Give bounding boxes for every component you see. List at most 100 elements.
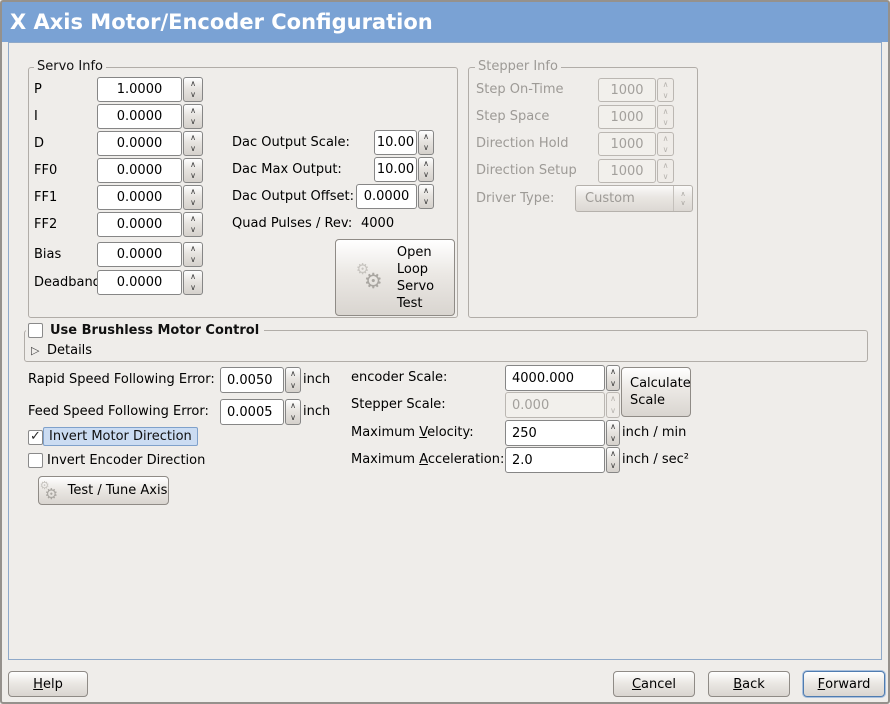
spin-up-button[interactable]	[607, 421, 619, 433]
use-brushless-checkbox[interactable]	[28, 323, 43, 338]
maximum-acceleration-spinner[interactable]	[606, 447, 620, 473]
spin-down-button[interactable]	[607, 460, 619, 472]
dac-output-scale-input[interactable]: 10.00	[374, 130, 417, 155]
servo-p-spinner[interactable]	[183, 77, 203, 102]
rapid-following-error-spinner[interactable]	[285, 367, 301, 393]
spin-up-button[interactable]	[286, 368, 300, 380]
spin-up-button[interactable]	[419, 185, 433, 197]
dac-output-scale-spinner[interactable]	[418, 130, 434, 155]
maximum-velocity-input[interactable]: 250	[505, 420, 605, 446]
dac-max-output-input[interactable]: 10.00	[374, 157, 417, 182]
spin-down-button[interactable]	[419, 143, 433, 155]
servo-d-input[interactable]: 0.0000	[97, 131, 182, 156]
servo-bias-spinner[interactable]	[183, 242, 203, 267]
dac-output-offset-label: Dac Output Offset:	[232, 189, 354, 204]
step-space-input: 1000	[598, 105, 656, 129]
servo-i-spinner[interactable]	[183, 104, 203, 129]
dac-output-offset-spinner[interactable]	[418, 184, 434, 209]
servo-ff2-input[interactable]: 0.0000	[97, 212, 182, 237]
spin-up-button[interactable]	[419, 158, 433, 170]
dac-max-output-spinner[interactable]	[418, 157, 434, 182]
expander-right-icon[interactable]: ▷	[31, 344, 40, 357]
spin-up-button	[658, 79, 673, 90]
spin-up-button[interactable]	[607, 448, 619, 460]
spin-down-button[interactable]	[607, 378, 619, 390]
spin-down-button[interactable]	[286, 380, 300, 392]
button-label-line: Open	[396, 244, 432, 260]
spin-up-button	[607, 393, 619, 405]
spin-up-button[interactable]	[184, 78, 202, 90]
spin-down-button[interactable]	[184, 90, 202, 102]
servo-ff1-input[interactable]: 0.0000	[97, 185, 182, 210]
feed-following-error-label: Feed Speed Following Error:	[28, 404, 209, 419]
spin-down-button[interactable]	[184, 225, 202, 237]
servo-bias-input[interactable]: 0.0000	[97, 242, 182, 267]
servo-d-spinner[interactable]	[183, 131, 203, 156]
servo-ff0-input[interactable]: 0.0000	[97, 158, 182, 183]
direction-hold-spinner	[657, 132, 674, 156]
spin-up-button[interactable]	[184, 105, 202, 117]
servo-deadband-spinner[interactable]	[183, 270, 203, 295]
servo-ff2-spinner[interactable]	[183, 212, 203, 237]
spin-up-button[interactable]	[607, 366, 619, 378]
servo-ff0-spinner[interactable]	[183, 158, 203, 183]
dac-output-offset-input[interactable]: 0.0000	[356, 184, 417, 209]
maximum-acceleration-label: Maximum Acceleration:	[351, 452, 505, 467]
spin-up-button[interactable]	[184, 271, 202, 283]
spin-down-button[interactable]	[184, 283, 202, 295]
stepper-info-frame	[468, 67, 698, 318]
spin-up-button[interactable]	[184, 186, 202, 198]
rapid-following-error-input[interactable]: 0.0050	[220, 367, 284, 393]
spin-down-button[interactable]	[184, 144, 202, 156]
brushless-checkbox-row: Use Brushless Motor Control	[26, 322, 265, 339]
invert-motor-checkbox[interactable]: ✓	[28, 429, 43, 445]
invert-motor-label[interactable]: Invert Motor Direction	[43, 427, 198, 446]
dac-output-scale-label: Dac Output Scale:	[232, 135, 350, 150]
spin-down-button[interactable]	[184, 117, 202, 129]
driver-type-value: Custom	[585, 191, 635, 206]
spin-down-button[interactable]	[419, 197, 433, 209]
spin-up-button[interactable]	[184, 213, 202, 225]
step-on-time-label: Step On-Time	[476, 82, 564, 97]
servo-info-legend: Servo Info	[34, 59, 106, 74]
spin-down-button[interactable]	[184, 255, 202, 267]
spin-up-button[interactable]	[184, 159, 202, 171]
encoder-scale-input[interactable]: 4000.000	[505, 365, 605, 391]
test-tune-axis-button[interactable]: ⚙ ⚙ Test / Tune Axis	[38, 476, 169, 505]
spin-down-button	[658, 144, 673, 155]
maximum-acceleration-unit: inch / sec²	[622, 452, 690, 467]
check-icon: ✓	[30, 429, 41, 444]
gear-small-icon: ⚙	[39, 478, 50, 492]
spin-down-button[interactable]	[419, 170, 433, 182]
spin-up-button[interactable]	[286, 400, 300, 412]
rapid-following-error-unit: inch	[303, 372, 331, 387]
spin-down-button[interactable]	[184, 198, 202, 210]
servo-p-input[interactable]: 1.0000	[97, 77, 182, 102]
spin-up-button[interactable]	[184, 132, 202, 144]
spin-up-button[interactable]	[419, 131, 433, 143]
spin-down-button[interactable]	[286, 412, 300, 424]
button-label-line: Loop	[396, 261, 429, 277]
use-brushless-label[interactable]: Use Brushless Motor Control	[50, 323, 260, 338]
spin-up-button[interactable]	[184, 243, 202, 255]
maximum-acceleration-input[interactable]: 2.0	[505, 447, 605, 473]
invert-encoder-checkbox[interactable]	[28, 453, 43, 468]
calculate-scale-button[interactable]: Calculate Scale	[621, 367, 691, 417]
servo-ff1-spinner[interactable]	[183, 185, 203, 210]
open-loop-servo-test-button[interactable]: ⚙ ⚙ Open Loop Servo Test	[335, 239, 455, 316]
feed-following-error-input[interactable]: 0.0005	[220, 399, 284, 425]
encoder-scale-spinner[interactable]	[606, 365, 620, 391]
details-expander-label[interactable]: Details	[47, 343, 93, 358]
spin-down-button[interactable]	[607, 433, 619, 445]
maximum-velocity-spinner[interactable]	[606, 420, 620, 446]
servo-deadband-input[interactable]: 0.0000	[97, 270, 182, 295]
spin-down-button[interactable]	[184, 171, 202, 183]
invert-encoder-label[interactable]: Invert Encoder Direction	[47, 453, 206, 468]
driver-type-label: Driver Type:	[476, 191, 555, 206]
feed-following-error-spinner[interactable]	[285, 399, 301, 425]
servo-i-input[interactable]: 0.0000	[97, 104, 182, 129]
